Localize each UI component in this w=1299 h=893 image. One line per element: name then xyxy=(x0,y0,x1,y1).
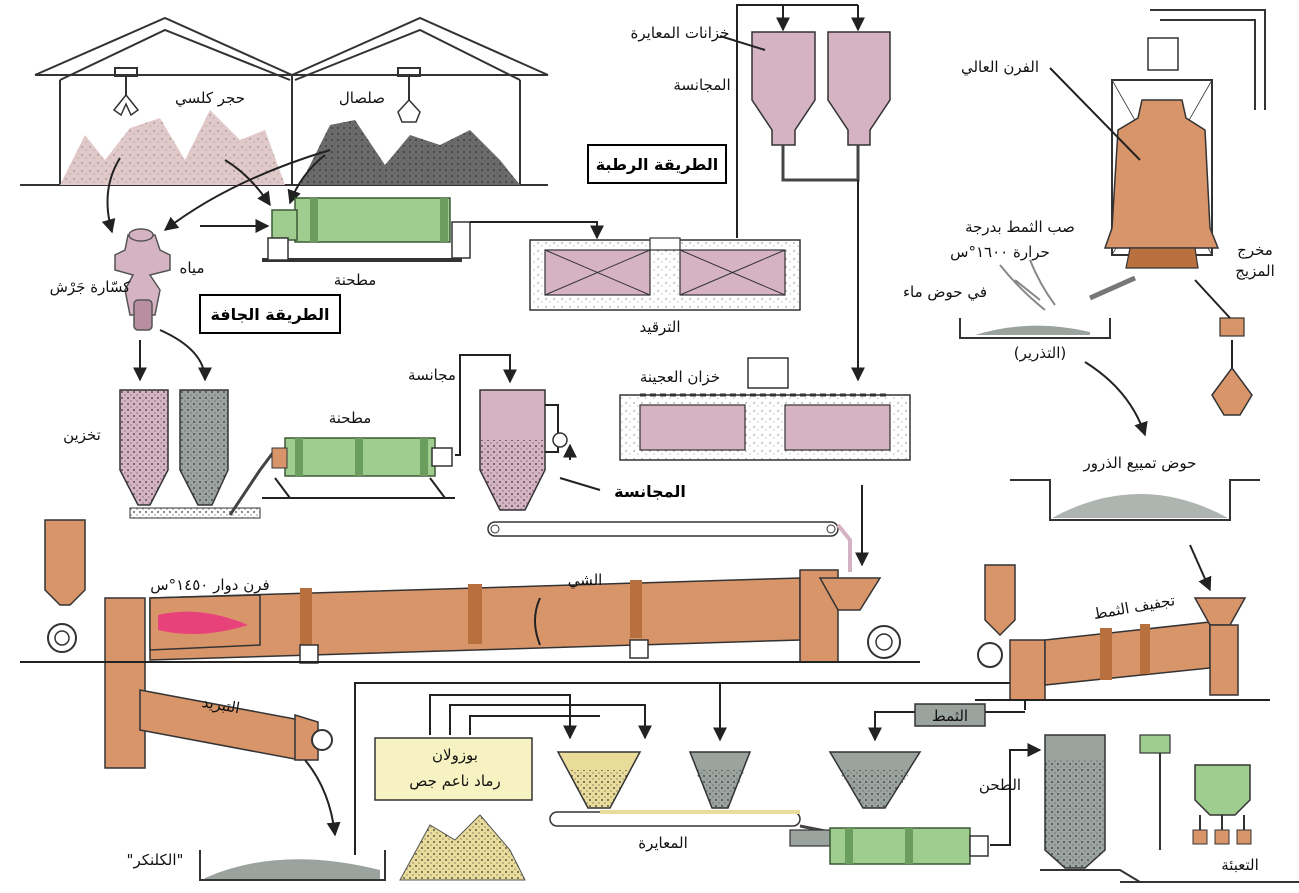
feed-conveyor xyxy=(487,521,852,572)
label-pozzolan-1: بوزولان xyxy=(432,746,478,764)
label-calibration: المعايرة xyxy=(638,834,688,852)
label-slag-pour-1: صب الثمط بدرجة xyxy=(965,218,1075,236)
dry-process-box: الطريقة الجافة xyxy=(199,294,341,334)
additive-piles xyxy=(399,814,526,881)
grab-crane-icon xyxy=(397,67,421,123)
label-mill-mid: مطحنة xyxy=(329,409,372,427)
additives-box: بوزولان رماد ناعم جص xyxy=(374,737,533,801)
cement-mill: الطحن xyxy=(789,743,1042,865)
label-limestone: حجر كلسي xyxy=(175,89,245,108)
calibration-hoppers: المعايرة xyxy=(549,751,922,852)
rotary-kiln: فرن دوار ١٤٥٠°س الشي xyxy=(20,519,920,769)
slag-tag: الثمط xyxy=(914,703,986,727)
label-slurry-tank: خزان العجينة xyxy=(640,368,720,386)
label-homogenizer-small: مجانسة xyxy=(408,366,456,384)
blast-furnace: الفرن العالي مخرج المزيج xyxy=(961,9,1275,337)
label-roasting: الشي xyxy=(568,571,603,590)
storage-silos: تخزين xyxy=(63,329,261,519)
label-mill-top: مطحنة xyxy=(334,271,377,289)
crusher: كسّارة جَرْش مياه xyxy=(50,228,205,331)
label-pozzolan-2: رماد ناعم جص xyxy=(409,772,500,790)
label-packaging: التعبئة xyxy=(1221,856,1259,874)
label-quenching: (التذرير) xyxy=(1014,344,1067,362)
grab-crane-icon xyxy=(112,67,140,117)
calibration-silos: خزانات المعايرة المجانسة xyxy=(631,5,891,382)
label-wet-process: الطريقة الرطبة xyxy=(596,155,719,174)
label-slag-drying: تجفيف الثمط xyxy=(1092,591,1176,623)
label-storage: تخزين xyxy=(63,426,101,444)
label-settling: الترقيد xyxy=(639,318,680,336)
slag-dryer: تجفيف الثمط xyxy=(975,564,1270,701)
label-homogenizer-top: المجانسة xyxy=(673,76,730,94)
label-grinding: الطحن xyxy=(979,776,1021,794)
label-dry-process: الطريقة الجافة xyxy=(210,305,329,324)
label-homogenizer-main: المجانسة xyxy=(614,482,686,501)
slag-water-basin: صب الثمط بدرجة حرارة ١٦٠٠°س في حوض ماء (… xyxy=(903,218,1111,362)
clay-pile xyxy=(300,120,520,185)
label-clinker: "الكلنكر" xyxy=(127,851,184,869)
label-calibration-silos: خزانات المعايرة xyxy=(631,24,730,42)
label-water: مياه xyxy=(180,259,205,277)
wet-process-box: الطريقة الرطبة xyxy=(587,144,727,184)
label-clay: صلصال xyxy=(339,89,385,107)
grab-bucket-icon xyxy=(1211,340,1253,416)
granulation-basin: حوض تمييع الذرور xyxy=(1010,454,1260,521)
label-slag-pour-2: حرارة ١٦٠٠°س xyxy=(950,243,1050,261)
label-blast-furnace: الفرن العالي xyxy=(961,58,1039,77)
settling-basin: الترقيد xyxy=(529,237,801,336)
label-granulation-basin: حوض تمييع الذرور xyxy=(1083,454,1197,472)
label-slag-pour-3: في حوض ماء xyxy=(903,283,987,302)
label-slag-tag: الثمط xyxy=(932,707,968,725)
homogenizer-silo: المجانسة xyxy=(479,389,686,511)
cement-silo xyxy=(1040,734,1299,883)
label-mix-outlet-2: المزيج xyxy=(1235,262,1275,280)
label-rotary-kiln: فرن دوار ١٤٥٠°س xyxy=(150,576,269,594)
clinker-pile: "الكلنكر" xyxy=(127,850,386,881)
label-crusher: كسّارة جَرْش xyxy=(50,278,132,296)
dry-raw-mill: مطحنة xyxy=(228,409,455,516)
limestone-pile xyxy=(60,110,285,185)
packaging-station: التعبئة xyxy=(1139,734,1259,874)
raw-material-shed: حجر كلسي صلصال xyxy=(20,16,549,234)
label-mix-outlet-1: مخرج xyxy=(1237,241,1273,260)
clinker-cooler: التبريد xyxy=(139,689,341,837)
slurry-tank: خزان العجينة xyxy=(619,357,911,461)
wet-raw-mill: مطحنة xyxy=(262,197,471,289)
